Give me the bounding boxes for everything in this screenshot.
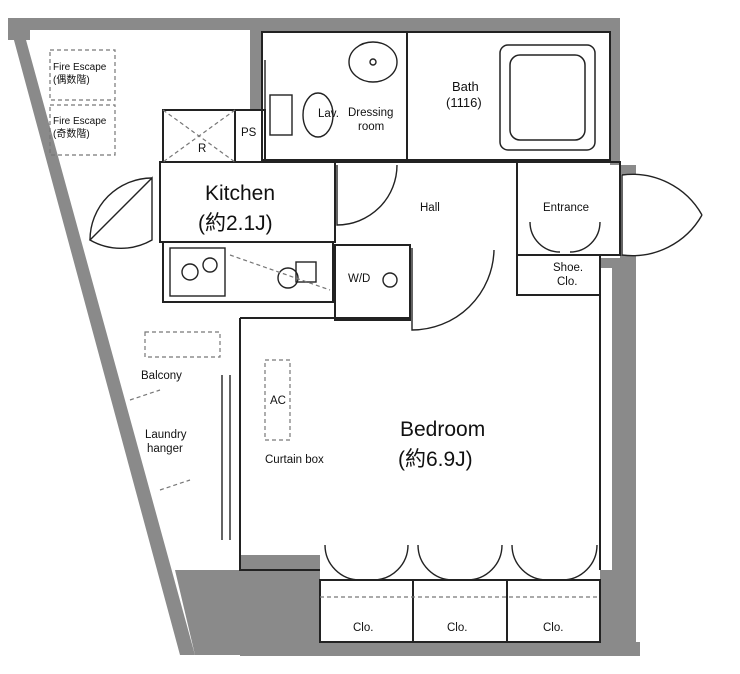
- curtain-box-label: Curtain box: [265, 454, 324, 466]
- washer-dryer-label: W/D: [348, 273, 371, 285]
- refrigerator-label: R: [198, 143, 207, 155]
- bedroom-size: (約6.9J): [398, 448, 473, 471]
- shoe-closet-label-2: Clo.: [557, 276, 578, 288]
- balcony-label: Balcony: [141, 370, 182, 382]
- kitchen-name: Kitchen: [205, 182, 276, 205]
- bedroom-name: Bedroom: [400, 418, 486, 441]
- fire-escape-floor-note: (偶数階): [53, 75, 90, 86]
- entrance-label: Entrance: [543, 202, 590, 214]
- door-swings: [88, 60, 703, 581]
- bath-size: (1116): [446, 95, 482, 110]
- laundry-hanger-label-2: hanger: [147, 443, 183, 455]
- lavatory-label: Lav.: [318, 108, 339, 120]
- closet-label: Clo.: [447, 622, 468, 634]
- fixtures: [169, 41, 398, 297]
- dashed-guides: [49, 49, 600, 598]
- hall-label: Hall: [420, 202, 440, 214]
- shoe-closet-label-1: Shoe.: [553, 262, 584, 274]
- fire-escape-floor-note: (奇数階): [53, 129, 90, 140]
- dressing-room-label-1: Dressing: [348, 107, 394, 119]
- bathtub: [499, 44, 596, 151]
- air-conditioner-label: AC: [270, 395, 286, 407]
- fire-escape-label: Fire Escape: [53, 116, 107, 127]
- kitchen-size: (約2.1J): [198, 212, 273, 235]
- exterior-walls: [8, 18, 640, 656]
- bath-name: Bath: [452, 79, 479, 94]
- pipe-space-label: PS: [241, 127, 257, 139]
- interior-walls: [159, 31, 621, 643]
- closet-label: Clo.: [353, 622, 374, 634]
- fire-escape-label: Fire Escape: [53, 62, 107, 73]
- closet-label: Clo.: [543, 622, 564, 634]
- laundry-hanger-label-1: Laundry: [145, 429, 187, 441]
- dressing-room-label-2: room: [358, 121, 385, 133]
